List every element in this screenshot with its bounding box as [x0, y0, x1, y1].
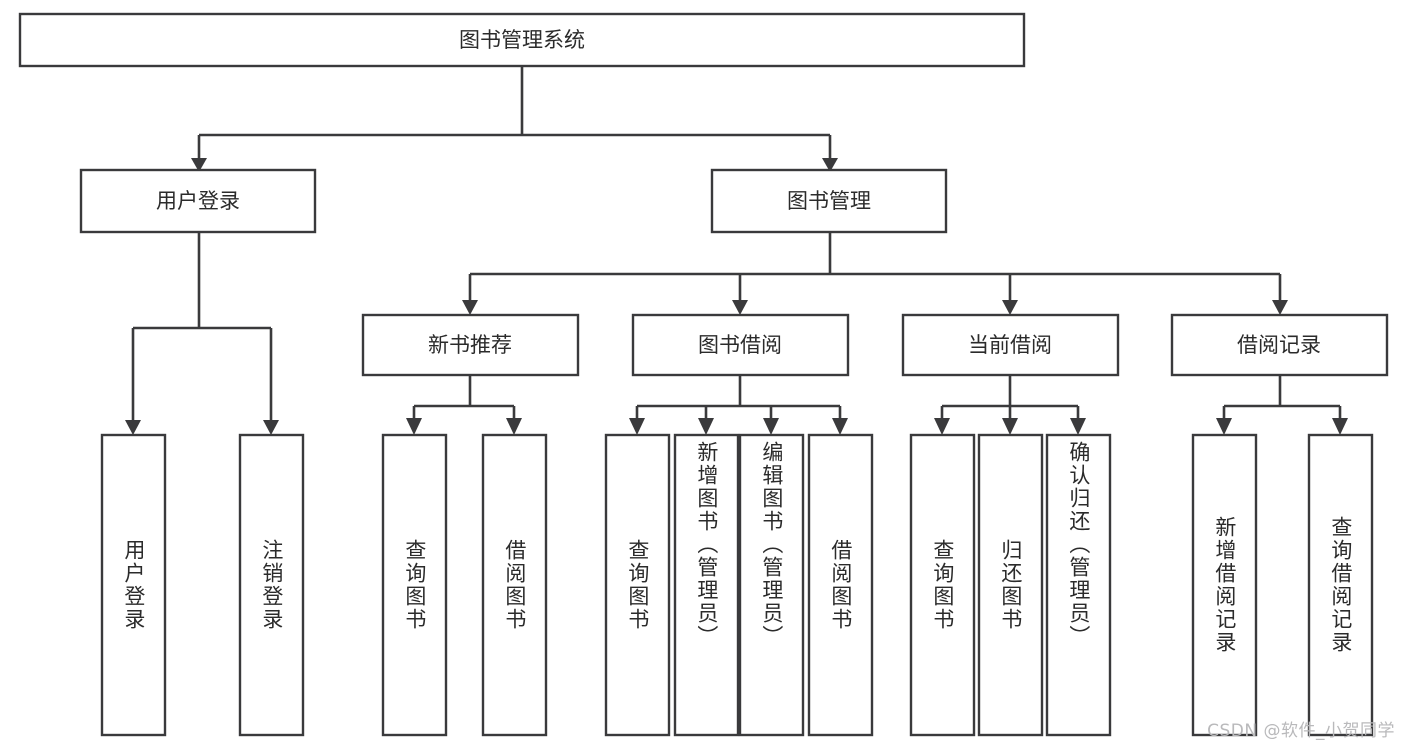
- node-new-book-recommend-box[interactable]: [361, 313, 580, 377]
- arrow-to-new-book-recommend: [462, 300, 478, 315]
- node-borrow-record-box[interactable]: [1170, 313, 1389, 377]
- arrow-to-leaf-newbook-query: [406, 418, 422, 435]
- connector-bookborrow-bus: [635, 375, 842, 422]
- csdn-watermark: CSDN @软件_小贺同学: [1207, 721, 1395, 741]
- node-book-borrow[interactable]: 图书借阅: [631, 313, 850, 377]
- node-borrow-record-label: 借阅记录: [1237, 333, 1321, 357]
- leaf-box-borrow-lend[interactable]: [807, 433, 874, 737]
- arrow-to-user-login: [191, 158, 207, 172]
- node-book-borrow-box[interactable]: [631, 313, 850, 377]
- arrow-to-current-borrow: [1002, 300, 1018, 315]
- leaf-box-logout[interactable]: [238, 433, 305, 737]
- node-user-login[interactable]: 用户登录: [79, 168, 317, 234]
- arrow-to-leaf-record-add: [1216, 418, 1232, 435]
- leaf-box-current-confirm[interactable]: [1045, 433, 1112, 737]
- node-root-box[interactable]: [18, 12, 1026, 68]
- node-new-book-recommend-label: 新书推荐: [428, 333, 512, 357]
- arrow-to-leaf-borrow-lend: [832, 418, 848, 435]
- connector-newbook-bus: [412, 375, 516, 422]
- leaf-box-record-add[interactable]: [1191, 433, 1258, 737]
- arrow-to-leaf-borrow-edit: [763, 418, 779, 435]
- arrow-to-leaf-current-return: [1002, 418, 1018, 435]
- leaf-box-user-login[interactable]: [100, 433, 167, 737]
- node-current-borrow-box[interactable]: [901, 313, 1120, 377]
- leaf-box-newbook-borrow[interactable]: [481, 433, 548, 737]
- arrow-to-leaf-current-query: [934, 418, 950, 435]
- leaf-boxes-group: [100, 433, 1374, 737]
- connectors-group: [125, 66, 1348, 435]
- leaf-box-current-return[interactable]: [977, 433, 1044, 737]
- node-book-manage-box[interactable]: [710, 168, 948, 234]
- node-new-book-recommend[interactable]: 新书推荐: [361, 313, 580, 377]
- node-book-borrow-label: 图书借阅: [698, 333, 782, 357]
- node-user-login-box[interactable]: [79, 168, 317, 234]
- arrow-to-leaf-user-login: [125, 420, 141, 435]
- connector-currentborrow-bus: [940, 375, 1080, 422]
- node-root-label: 图书管理系统: [459, 28, 585, 52]
- arrow-to-leaf-record-query: [1332, 418, 1348, 435]
- arrow-to-leaf-borrow-add: [698, 418, 714, 435]
- node-book-manage[interactable]: 图书管理: [710, 168, 948, 234]
- arrow-to-leaf-borrow-query: [629, 418, 645, 435]
- leaf-box-borrow-query[interactable]: [604, 433, 671, 737]
- leaf-box-record-query[interactable]: [1307, 433, 1374, 737]
- node-book-manage-label: 图书管理: [787, 189, 871, 213]
- connector-root-to-level2: [197, 66, 832, 160]
- connector-userlogin-bus: [131, 232, 273, 422]
- node-current-borrow-label: 当前借阅: [968, 333, 1052, 357]
- arrow-to-leaf-current-confirm: [1070, 418, 1086, 435]
- leaf-box-newbook-query[interactable]: [381, 433, 448, 737]
- leaf-box-borrow-add[interactable]: [673, 433, 740, 737]
- node-user-login-label: 用户登录: [156, 189, 240, 213]
- connector-borrowrecord-bus: [1222, 375, 1342, 422]
- arrow-to-book-borrow: [732, 300, 748, 315]
- node-root[interactable]: 图书管理系统: [18, 12, 1026, 68]
- node-current-borrow[interactable]: 当前借阅: [901, 313, 1120, 377]
- leaf-box-current-query[interactable]: [909, 433, 976, 737]
- arrow-to-leaf-newbook-borrow: [506, 418, 522, 435]
- arrow-to-leaf-logout: [263, 420, 279, 435]
- connector-bookmanage-bus: [468, 232, 1282, 302]
- arrow-to-borrow-record: [1272, 300, 1288, 315]
- leaf-box-borrow-edit[interactable]: [738, 433, 805, 737]
- node-borrow-record[interactable]: 借阅记录: [1170, 313, 1389, 377]
- arrow-to-book-manage: [822, 158, 838, 172]
